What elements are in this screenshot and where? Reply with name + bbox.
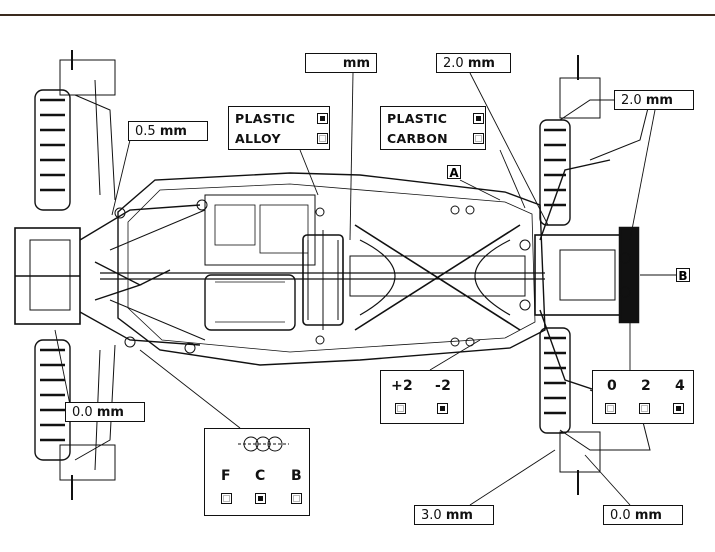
- option-label: PLASTIC: [235, 111, 296, 126]
- callout-rear-bottom-b: 0.0 mm: [603, 505, 683, 525]
- material-front-option-alloy[interactable]: ALLOY: [235, 131, 328, 146]
- material-center-panel: PLASTIC CARBON: [380, 106, 486, 150]
- hole-checkbox-f[interactable]: [221, 493, 232, 504]
- leader-rear-bottom-a: [469, 449, 556, 506]
- callout-unit: mm: [645, 93, 673, 108]
- spacer-label-0: 0: [607, 378, 618, 394]
- hole-panel: F C B: [204, 428, 310, 516]
- rear-gearbox: [534, 234, 631, 316]
- toe-checkbox-minus[interactable]: [437, 403, 448, 414]
- option-label: CARBON: [387, 131, 448, 146]
- callout-unit: mm: [159, 124, 187, 139]
- spacer-panel: 0 2 4: [592, 370, 694, 424]
- hole-label-f: F: [221, 468, 231, 484]
- spacer-label-2: 2: [641, 378, 652, 394]
- toe-label-plus: +2: [391, 378, 414, 394]
- material-front-option-plastic[interactable]: PLASTIC: [235, 111, 328, 126]
- material-center-option-plastic[interactable]: PLASTIC: [387, 111, 484, 126]
- hole-selection-icon: [238, 436, 289, 452]
- callout-value: 2.0: [443, 56, 464, 71]
- spacer-checkbox-4[interactable]: [673, 403, 684, 414]
- hole-checkbox-b[interactable]: [291, 493, 302, 504]
- callout-unit: mm: [342, 56, 370, 71]
- option-label: ALLOY: [235, 131, 281, 146]
- option-label: PLASTIC: [387, 111, 448, 126]
- callout-rear-top-b: 2.0 mm: [614, 90, 694, 110]
- leader-hole: [139, 349, 241, 429]
- callout-value: 0.0: [72, 405, 93, 420]
- leader-carbon: [499, 149, 526, 209]
- checkbox-unchecked[interactable]: [317, 133, 328, 144]
- material-center-option-carbon[interactable]: CARBON: [387, 131, 484, 146]
- leader-front-bottom: [54, 329, 71, 406]
- front-shock-bottom: [34, 339, 71, 461]
- marker-b: B: [676, 268, 690, 283]
- leader-rear-bottom-b: [584, 454, 631, 506]
- checkbox-checked[interactable]: [317, 113, 328, 124]
- front-shock-top: [34, 89, 71, 211]
- toe-panel: +2 -2: [380, 370, 464, 424]
- callout-unit: mm: [634, 508, 662, 523]
- leader-toe: [429, 339, 481, 371]
- checkbox-checked[interactable]: [473, 113, 484, 124]
- spacer-checkbox-0[interactable]: [605, 403, 616, 414]
- callout-value: 0.5: [135, 124, 156, 139]
- callout-value: 0.0: [610, 508, 631, 523]
- callout-center-top: mm: [305, 53, 377, 73]
- callout-front-top: 0.5 mm: [128, 121, 208, 141]
- callout-value: 3.0: [421, 508, 442, 523]
- center-brace: [354, 224, 521, 331]
- callout-unit: mm: [445, 508, 473, 523]
- toe-label-minus: -2: [435, 378, 452, 394]
- leader-marker-a: [459, 179, 501, 201]
- marker-a: A: [447, 165, 461, 180]
- leader-alloy: [299, 149, 319, 196]
- callout-unit: mm: [96, 405, 124, 420]
- spacer-label-4: 4: [675, 378, 686, 394]
- leader-rear-top-a: [469, 72, 549, 226]
- callout-front-bottom: 0.0 mm: [65, 402, 145, 422]
- hole-checkbox-c[interactable]: [255, 493, 266, 504]
- leader-rear-top-b: [629, 109, 656, 241]
- chassis-plate: [117, 172, 546, 366]
- callout-value: 2.0: [621, 93, 642, 108]
- spacer-checkbox-2[interactable]: [639, 403, 650, 414]
- callout-unit: mm: [467, 56, 495, 71]
- rear-shock-top: [539, 119, 571, 226]
- electronics-tray: [204, 194, 316, 266]
- hole-label-c: C: [255, 468, 266, 484]
- material-front-panel: PLASTIC ALLOY: [228, 106, 330, 150]
- toe-checkbox-plus[interactable]: [395, 403, 406, 414]
- leader-center-top: [349, 72, 354, 241]
- leader-front-top: [111, 139, 131, 216]
- top-rule: [0, 0, 715, 16]
- rear-shock-bottom: [539, 327, 571, 434]
- callout-rear-top-a: 2.0 mm: [436, 53, 511, 73]
- motor: [204, 274, 296, 331]
- hole-label-b: B: [291, 468, 302, 484]
- callout-rear-bottom-a: 3.0 mm: [414, 505, 494, 525]
- checkbox-unchecked[interactable]: [473, 133, 484, 144]
